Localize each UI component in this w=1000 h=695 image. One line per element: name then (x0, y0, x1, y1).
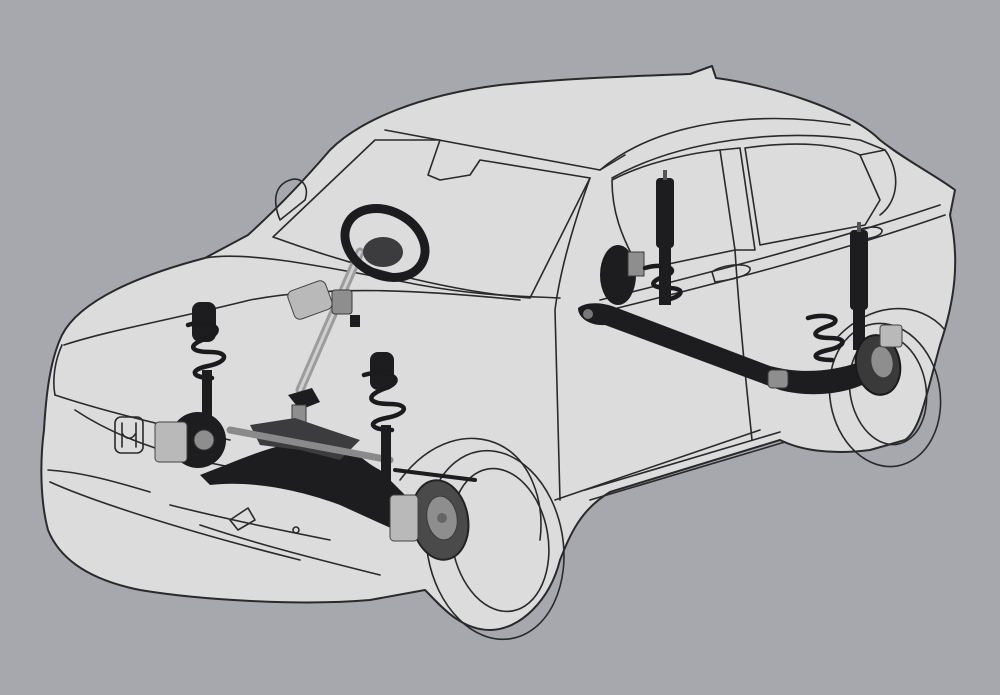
rear-torsion-beam (578, 303, 875, 395)
front-left-strut (185, 302, 227, 450)
rear-right-spring (805, 313, 845, 363)
rear-right-brake (854, 324, 903, 396)
front-right-strut (361, 352, 406, 495)
steering-system (287, 204, 430, 436)
rear-left-damper (642, 170, 683, 305)
honda-emblem-icon (114, 416, 144, 454)
front-right-brake (389, 479, 470, 561)
car-body (40, 65, 957, 641)
steering-wheel-icon (340, 204, 430, 282)
rear-right-damper (850, 222, 868, 350)
front-left-brake (154, 412, 226, 468)
front-suspension (154, 302, 477, 561)
rear-suspension (578, 170, 903, 396)
steering-motor (287, 280, 360, 327)
rear-left-brake (600, 245, 645, 305)
